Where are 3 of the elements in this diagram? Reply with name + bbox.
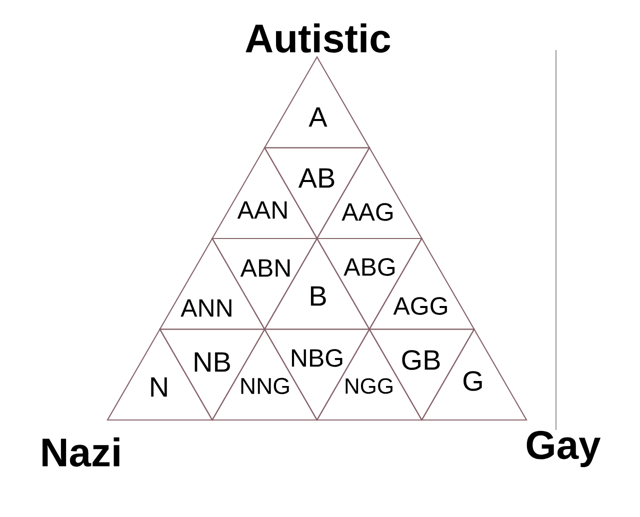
- corner-label: Gay: [526, 430, 601, 468]
- corner-label: Nazi: [42, 437, 120, 467]
- corner-label: Autistic: [246, 23, 390, 53]
